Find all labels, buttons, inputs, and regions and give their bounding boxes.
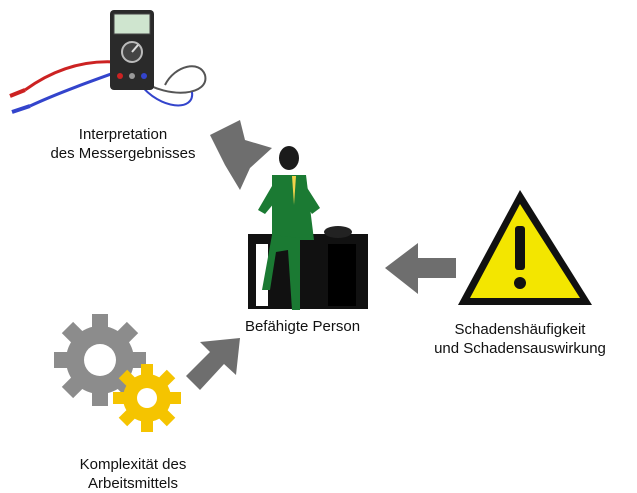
damage-label-line1: Schadenshäufigkeit [454,321,586,338]
complexity-label-line2: Arbeitsmittels [87,475,179,492]
center-label: Befähigte Person [244,318,361,335]
complexity-label: Komplexität des Arbeitsmittels [48,455,218,493]
damage-label-line2: und Schadensauswirkung [434,340,606,357]
complexity-label-line1: Komplexität des [79,456,187,473]
measurement-label-line2: des Messergebnisses [50,145,196,162]
damage-label: Schadenshäufigkeit und Schadensauswirkun… [420,320,620,358]
measurement-label-line1: Interpretation [78,126,168,143]
measurement-label: Interpretation des Messergebnisses [38,125,208,163]
